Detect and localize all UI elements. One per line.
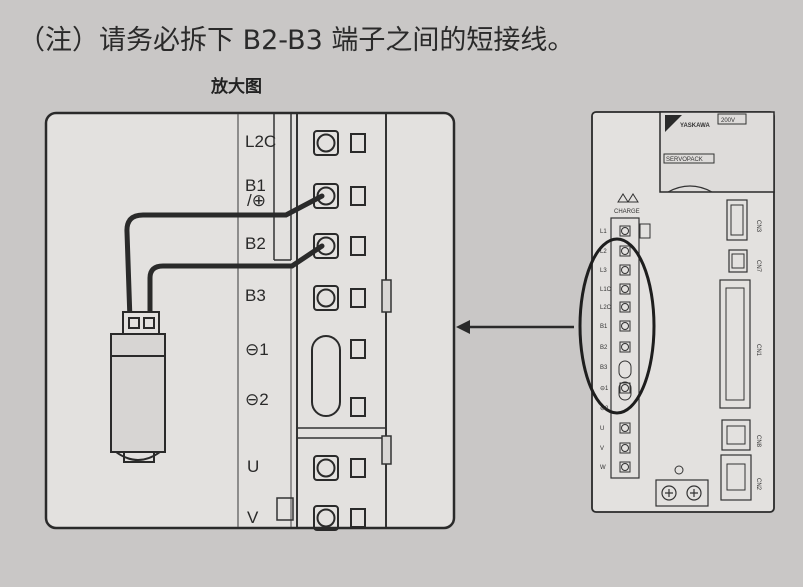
device-terminal (619, 442, 631, 454)
device-model: SERVOPACK (666, 157, 703, 163)
device-terminal-screw (621, 463, 629, 471)
zoom-label-1: B1 (245, 176, 266, 195)
device-terminal-screw (621, 424, 629, 432)
device-label-8: ⊖1 (600, 386, 609, 392)
device-voltage: 200V (721, 118, 735, 124)
connector-label-4: CN2 (755, 478, 761, 491)
device-terminal (619, 225, 631, 237)
device-label-1: L2 (600, 249, 607, 255)
device-label-3: L1C (600, 287, 612, 293)
connector-label-2: CN1 (755, 344, 761, 357)
device-label-12: W (600, 465, 606, 471)
device-terminal-screw (621, 227, 629, 235)
wire-b2 (147, 243, 325, 323)
device-label-2: L3 (600, 268, 607, 274)
device-terminal (619, 382, 631, 394)
connector-label-3: CN8 (755, 435, 761, 448)
highlight-ellipse (578, 237, 656, 415)
zoom-label-3: B2 (245, 234, 266, 253)
device-terminal (619, 264, 631, 276)
device-terminal (619, 301, 631, 313)
zoom-label-5: ⊖1 (245, 340, 269, 359)
device-terminal-screw (621, 303, 629, 311)
zoom-label-6: ⊖2 (245, 390, 269, 409)
device-label-4: L2C (600, 305, 612, 311)
device-terminal (619, 461, 631, 473)
device-terminal-screw (621, 247, 629, 255)
device-terminal (619, 320, 631, 332)
device-slot (618, 360, 632, 379)
zoom-label-8: V (247, 508, 259, 527)
zoom-label-0: L2C (245, 132, 276, 151)
device-terminal-screw (621, 343, 629, 351)
device-slot (618, 381, 632, 401)
device-terminal (619, 283, 631, 295)
zoom-label-2: /⊕ (247, 191, 266, 210)
zoom-label-4: B3 (245, 286, 266, 305)
device-label-0: L1 (600, 229, 607, 235)
device-label-7: B3 (600, 365, 608, 371)
device-terminal-screw (621, 444, 629, 452)
device-terminal (619, 341, 631, 353)
device-terminal-screw (621, 384, 629, 392)
device-terminals (618, 225, 632, 473)
device-label-11: V (600, 446, 604, 452)
zoom-terminals (311, 130, 366, 531)
note-text: （注）请务必拆下 B2-B3 端子之间的短接线。 (18, 25, 575, 56)
connector-label-0: CN3 (755, 220, 761, 233)
device-label-10: U (600, 426, 604, 432)
charge-label: CHARGE (614, 209, 640, 215)
zoom-label-7: U (247, 457, 259, 476)
device-label-5: B1 (600, 324, 608, 330)
zoom-title: 放大图 (211, 77, 262, 97)
wire-b1 (124, 193, 325, 323)
device-terminal-screw (621, 285, 629, 293)
device-terminal (619, 422, 631, 434)
arrow-head (456, 320, 470, 334)
device-label-6: B2 (600, 345, 608, 351)
device-terminal-screw (621, 322, 629, 330)
device-logo: YASKAWA (680, 123, 710, 129)
regenerative-resistor (110, 311, 166, 463)
device-terminal-screw (621, 266, 629, 274)
connector-label-1: CN7 (755, 260, 761, 273)
device-terminal (619, 245, 631, 257)
